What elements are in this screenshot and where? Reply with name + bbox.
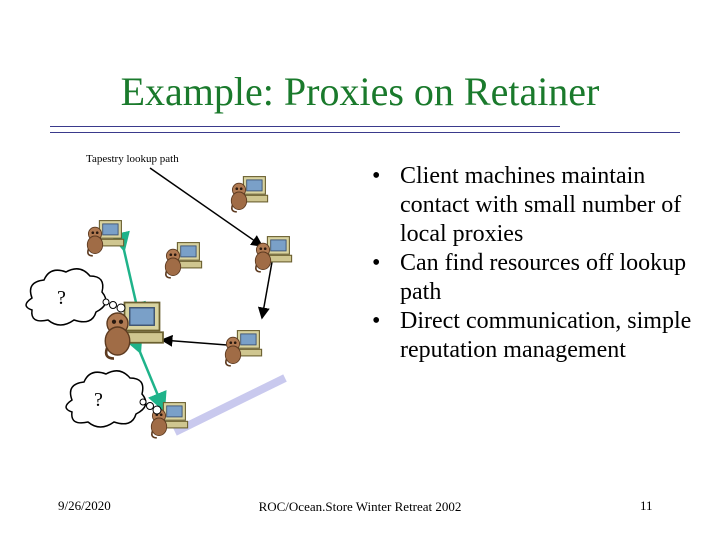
proxy-node-right (254, 235, 293, 273)
query-mark-1: ? (57, 287, 66, 309)
proxy-diagram (25, 167, 293, 439)
cloud-bubble (102, 298, 110, 306)
bullet-item: Direct communication, simple reputation … (370, 307, 700, 365)
page-title: Example: Proxies on Retainer (120, 69, 600, 114)
cloud-bubble (152, 405, 162, 415)
cloud-bubble (116, 303, 126, 313)
cloud-bubble (146, 402, 154, 410)
client-node-large (103, 301, 165, 360)
bullet-list: Client machines maintain contact with sm… (370, 162, 700, 365)
proxy-node-lower-right (224, 329, 263, 367)
query-mark-2: ? (94, 389, 103, 411)
cloud-bubble (109, 301, 117, 309)
bullet-item: Client machines maintain contact with sm… (370, 162, 700, 249)
lookup-path-segment-2 (257, 261, 273, 320)
network-band (173, 374, 287, 436)
title-rule-bottom (50, 132, 680, 133)
title-rule-top (50, 126, 560, 127)
proxy-node-left-upper (86, 219, 125, 257)
cloud-bubble (139, 398, 147, 406)
lookup-path-segment-1 (149, 167, 264, 247)
proxy-node-center (164, 241, 203, 279)
footer-page-number: 11 (640, 498, 653, 513)
bullet-item: Can find resources off lookup path (370, 249, 700, 307)
lookup-path-label: Tapestry lookup path (86, 153, 179, 165)
footer-event: ROC/Ocean.Store Winter Retreat 2002 (258, 499, 462, 514)
proxy-node-top-right (230, 175, 269, 213)
query-cloud-2 (65, 370, 147, 428)
proxy-link-2 (124, 332, 167, 413)
footer-date: 9/26/2020 (58, 498, 111, 513)
